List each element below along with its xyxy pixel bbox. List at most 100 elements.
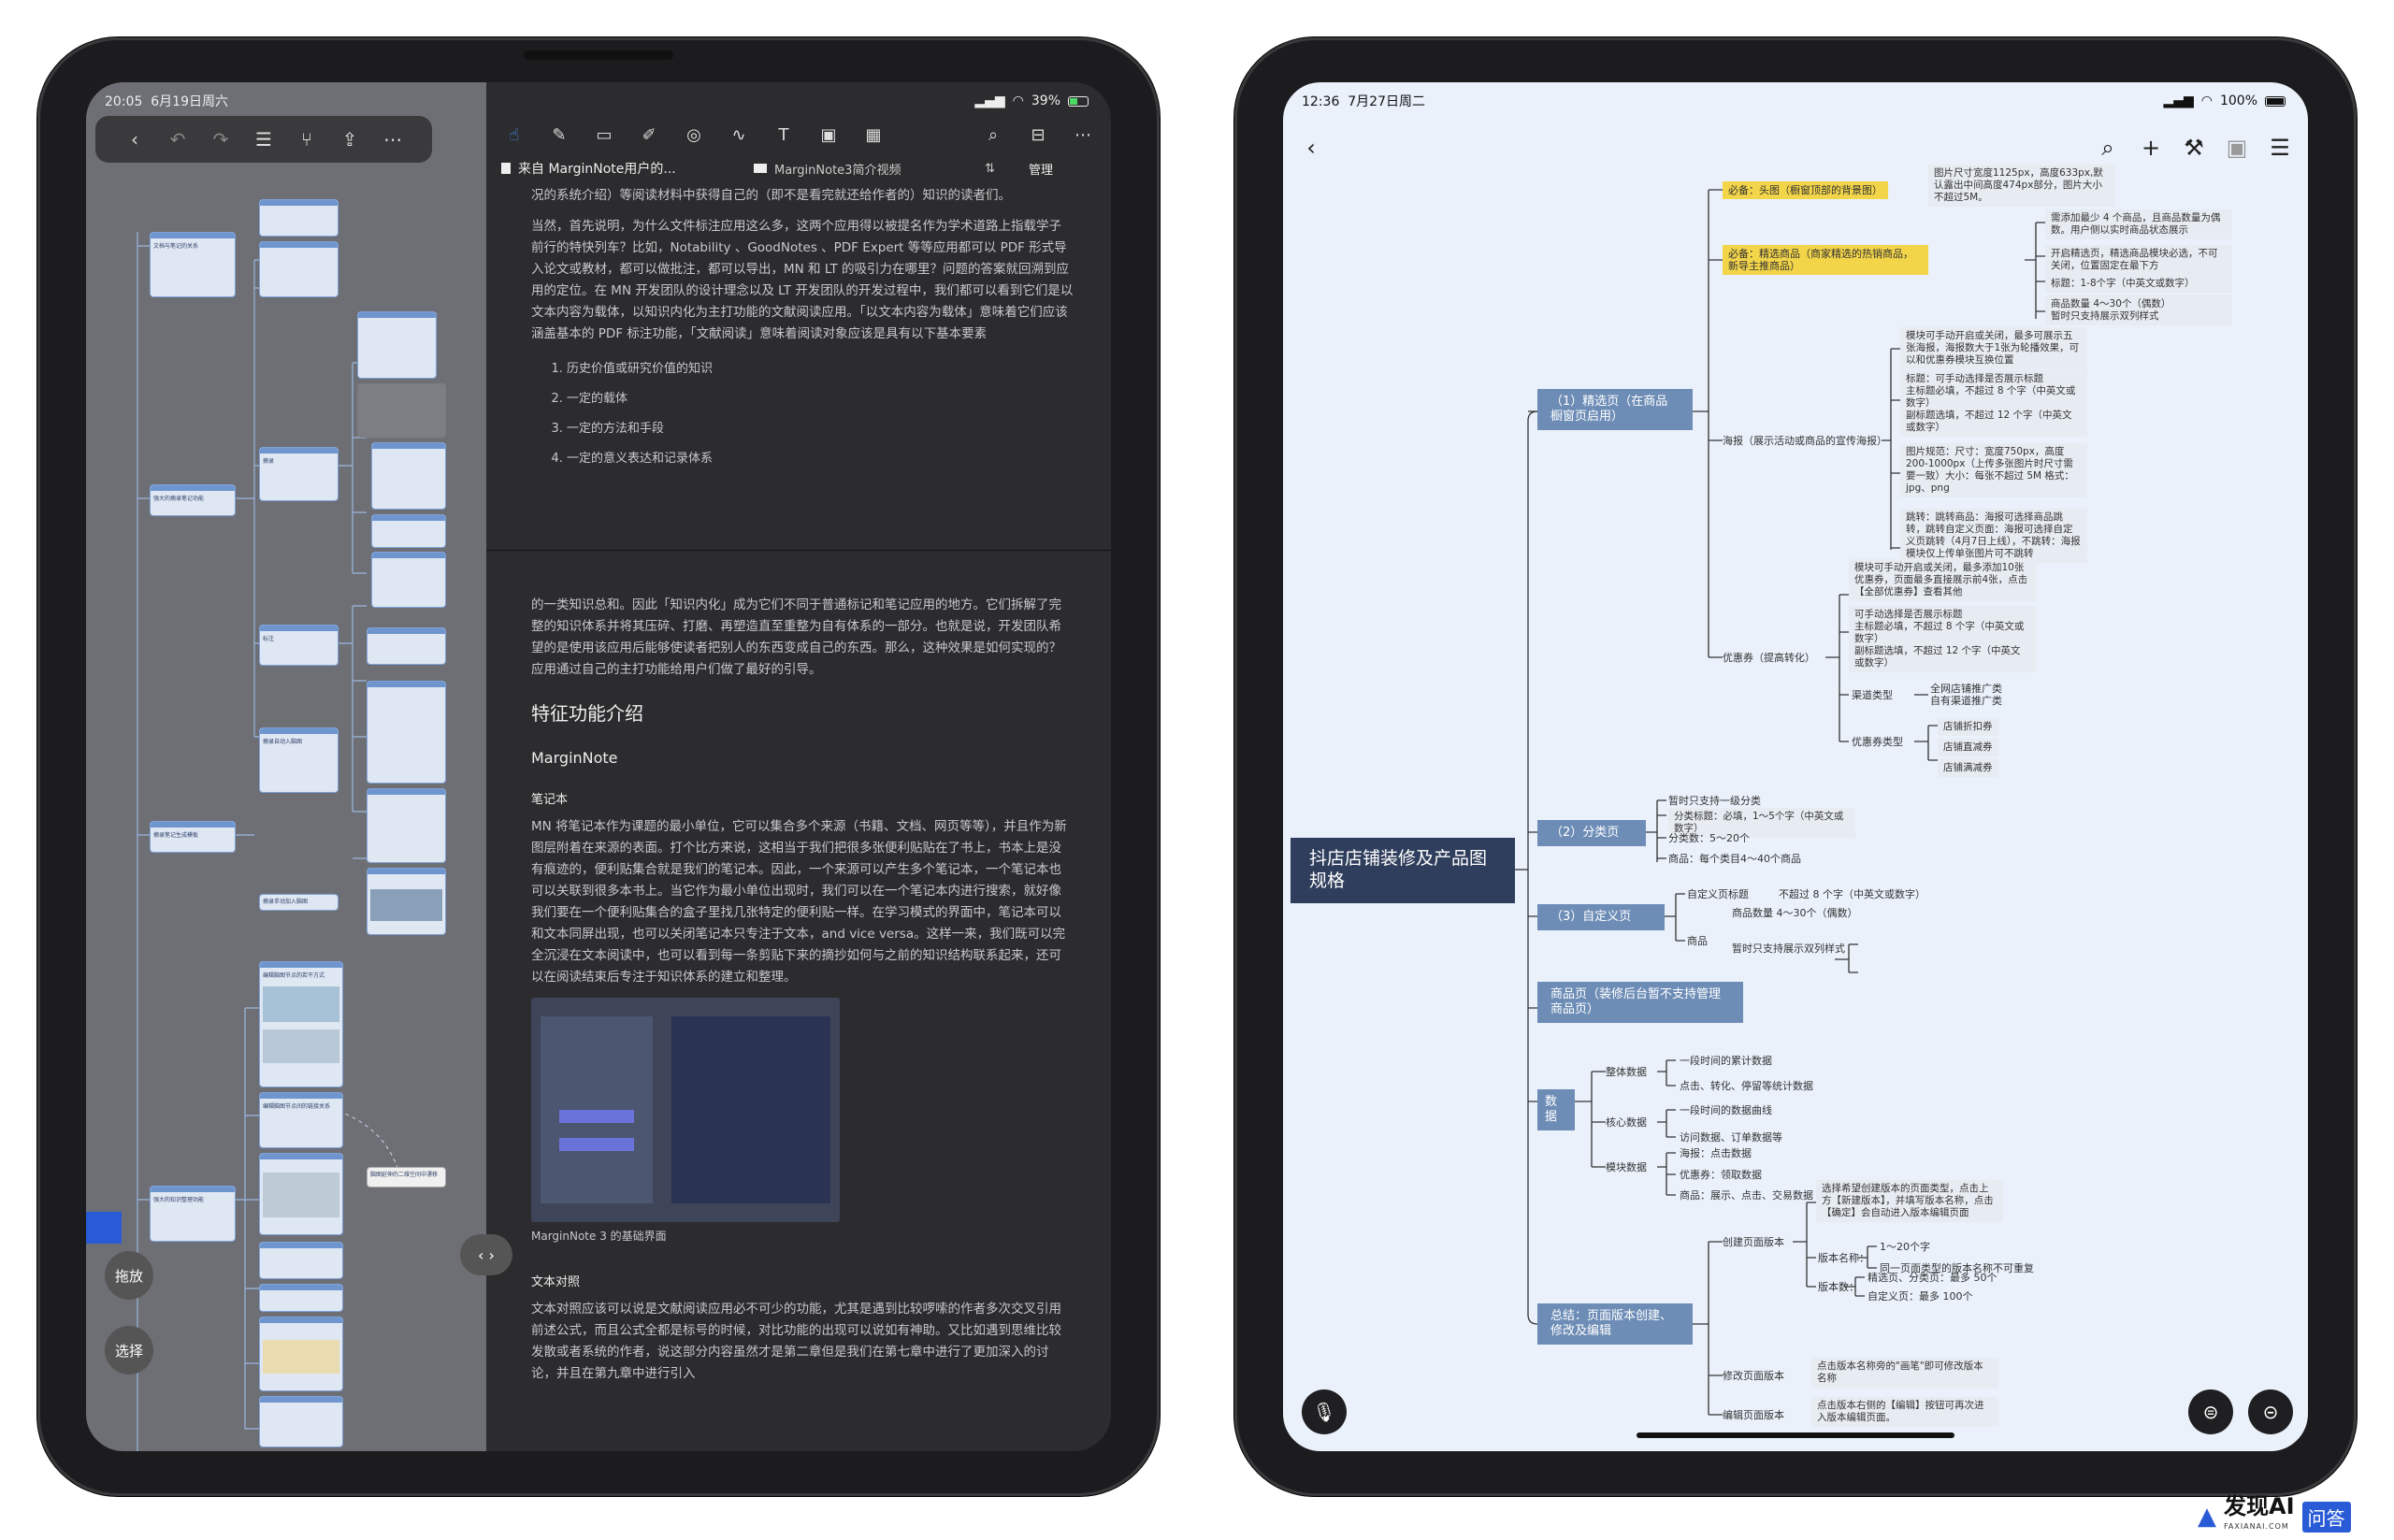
sub-branch-label[interactable]: 创建页面版本 (1723, 1236, 1784, 1248)
mind-node[interactable] (259, 1153, 343, 1235)
outline-button[interactable]: ⊜ (2188, 1389, 2233, 1434)
sub-branch-label[interactable]: 优惠券类型 (1852, 736, 1903, 748)
leaf-node: 优惠券：领取数据 (1680, 1169, 1762, 1181)
sub-branch-label[interactable]: 模块数据 (1606, 1161, 1647, 1173)
mind-node[interactable] (367, 788, 446, 863)
doc-paragraph: MN 将笔记本作为课题的最小单位，它可以集合多个来源（书籍、文档、网页等等），并… (531, 819, 1067, 985)
add-icon[interactable]: + (2141, 135, 2161, 161)
leaf-node: 选择希望创建版本的页面类型，点击上方【新建版本】，并填写版本名称，点击【确定】会… (1816, 1180, 2003, 1222)
grid-icon[interactable]: ▦ (865, 124, 882, 145)
sub-branch-label[interactable]: 渠道类型 (1852, 689, 1893, 701)
leaf-node: 商品数量 4～30个（偶数） (1732, 907, 1858, 919)
outline-list-icon[interactable]: ☰ (255, 128, 272, 151)
selected-node-marker[interactable] (86, 1212, 122, 1244)
mind-node[interactable] (367, 681, 446, 784)
mind-node[interactable] (259, 1317, 343, 1391)
mind-node[interactable]: 摘录手动加入脑图 (259, 894, 339, 911)
branch-node[interactable]: （2）分类页 (1537, 820, 1646, 846)
mind-node[interactable]: 摘录自动入脑图 (259, 727, 339, 793)
image-icon[interactable]: ▣ (2226, 135, 2248, 161)
sort-icon: ⇅ (985, 161, 995, 176)
mind-node[interactable] (357, 311, 437, 379)
share-icon[interactable]: ⇪ (341, 128, 358, 151)
split-resize-handle[interactable]: ‹ › (460, 1234, 512, 1275)
branch-node[interactable]: 总结：页面版本创建、修改及编辑 (1537, 1303, 1693, 1345)
mind-node[interactable]: 强大的摘录笔记功能 (150, 484, 236, 516)
mind-node[interactable]: 编辑脑图节点的若干方式 (259, 961, 343, 1087)
sub-branch-label[interactable]: 整体数据 (1606, 1066, 1647, 1078)
mind-node[interactable]: 脑图延伸的二维空间中漂移 (367, 1167, 446, 1187)
branch-node[interactable]: （1）精选页（在商品橱窗页启用） (1537, 389, 1693, 430)
document-pane[interactable]: ☝ ✎ ▭ ✐ ◎ ∿ T ▣ ▦ ⌕ ⊟ ⋯ 来自 MarginNote用户的… (486, 82, 1111, 1451)
doc-paragraph: 况的系统介绍）等阅读材料中获得自己的（即不是看完就还给作者的）知识的读者们。 (531, 188, 1011, 203)
mind-node[interactable]: 摘录笔记生成模板 (150, 821, 236, 853)
mind-node[interactable] (259, 1242, 343, 1279)
sub-branch-label[interactable]: 编辑页面版本 (1723, 1409, 1784, 1421)
battery-level: 39% (1031, 94, 1060, 108)
back-icon[interactable]: ‹ (1306, 135, 1316, 161)
image-icon[interactable]: ▣ (820, 124, 837, 145)
sub-branch-label[interactable]: 核心数据 (1606, 1116, 1647, 1129)
more-icon[interactable]: ⋯ (1074, 124, 1091, 145)
manage-button[interactable]: 管理 (1029, 163, 1054, 178)
highlight-node[interactable]: 必备：头图（橱窗顶部的背景图） (1723, 181, 1888, 199)
doc-tab[interactable]: 来自 MarginNote用户的... (486, 159, 739, 178)
drag-button[interactable]: 拖放 (105, 1251, 153, 1300)
camera-bar (524, 50, 673, 60)
doc-page-2: 的一类知识总和。因此「知识内化」成为它们不同于普通标记和笔记应用的地方。它们拆解… (531, 595, 1074, 1394)
mind-node[interactable] (371, 442, 446, 510)
image-caption: MarginNote 3 的基础界面 (531, 1230, 667, 1243)
back-icon[interactable]: ‹ (131, 128, 138, 151)
branch-node[interactable]: （3）自定义页 (1537, 904, 1665, 930)
branch-node[interactable]: 商品页（装修后台暂不支持管理商品页） (1537, 982, 1743, 1023)
mindmap-layout-icon[interactable]: ⑂ (301, 128, 312, 151)
mind-node[interactable] (259, 1284, 343, 1312)
mind-node[interactable]: 编辑脑图节点间的链接关系 (259, 1092, 343, 1148)
mind-node[interactable] (367, 868, 446, 935)
mind-node[interactable] (371, 514, 446, 548)
status-date: 6月19日周六 (151, 94, 228, 109)
redo-icon[interactable]: ↷ (212, 128, 229, 151)
more-icon[interactable]: ⋯ (383, 128, 402, 151)
select-button[interactable]: 选择 (105, 1326, 153, 1374)
tools-icon[interactable]: ⚒ (2184, 135, 2204, 161)
undo-icon[interactable]: ↶ (169, 128, 186, 151)
pointer-tool-icon[interactable]: ☝ (509, 124, 520, 145)
mind-node[interactable] (371, 552, 446, 608)
leaf-node: 标题：可手动选择是否展示标题 主标题必填，不超过 8 个字（中英文或数字） 副标… (1900, 370, 2087, 437)
lasso-icon[interactable]: ◎ (686, 124, 701, 145)
leaf-node: 访问数据、订单数据等 (1680, 1131, 1782, 1144)
mind-node[interactable] (259, 1396, 343, 1447)
mind-node[interactable]: 摘录 (259, 447, 339, 501)
sub-branch-label[interactable]: 海报（展示活动或商品的宣传海报） (1723, 435, 1887, 447)
highlighter-icon[interactable]: ✎ (552, 124, 567, 145)
sub-branch-label[interactable]: 优惠券（提高转化） (1723, 652, 1815, 664)
mind-node[interactable] (367, 627, 446, 665)
menu-icon[interactable]: ☰ (2270, 135, 2290, 161)
mindmap-pane[interactable]: 文档与笔记的关系 强大的摘录笔记功能 摘录笔记生成模板 强大的知识整理功能 摘录… (86, 82, 486, 1451)
pen-icon[interactable]: ✐ (642, 124, 656, 145)
highlight-node[interactable]: 必备：精选商品（商家精选的热销商品，新导主推商品） (1723, 245, 1928, 275)
search-icon[interactable]: ⌕ (2101, 135, 2114, 161)
signal-icon: ▂▄▆ (974, 94, 1005, 108)
microphone-button[interactable]: 🎙 (1302, 1389, 1347, 1434)
mind-node[interactable]: 标注 (259, 625, 339, 666)
mind-node[interactable]: 强大的知识整理功能 (150, 1186, 236, 1242)
rect-select-icon[interactable]: ▭ (596, 124, 613, 145)
doc-tab[interactable]: MarginNote3简介视频⇅ (739, 160, 1010, 178)
bookmark-icon[interactable]: ⊟ (1031, 124, 1046, 145)
sub-branch-label[interactable]: 修改页面版本 (1723, 1370, 1784, 1382)
branch-node[interactable]: 数据 (1537, 1089, 1575, 1130)
mindmap-root-node[interactable]: 抖店店铺装修及产品图规格 (1291, 838, 1515, 903)
doc-list: 历史价值或研究价值的知识 一定的载体 一定的方法和手段 一定的意义表达和记录体系 (531, 354, 1074, 474)
search-icon[interactable]: ⌕ (988, 124, 999, 145)
mind-node[interactable] (259, 241, 339, 297)
sub-branch-label[interactable]: 版本数： (1818, 1281, 1859, 1293)
mind-node[interactable]: 文档与笔记的关系 (150, 232, 236, 297)
mindmap-toggle-button[interactable]: ⊝ (2248, 1389, 2293, 1434)
textbox-icon[interactable]: T (778, 124, 789, 145)
leaf-node: 需添加最少 4 个商品，且商品数量为偶数。用户侧以实时商品状态展示 (2045, 209, 2232, 239)
mind-node[interactable] (259, 199, 339, 237)
sub-branch-label[interactable]: 版本名称： (1818, 1252, 1869, 1264)
curve-icon[interactable]: ∿ (731, 124, 746, 145)
